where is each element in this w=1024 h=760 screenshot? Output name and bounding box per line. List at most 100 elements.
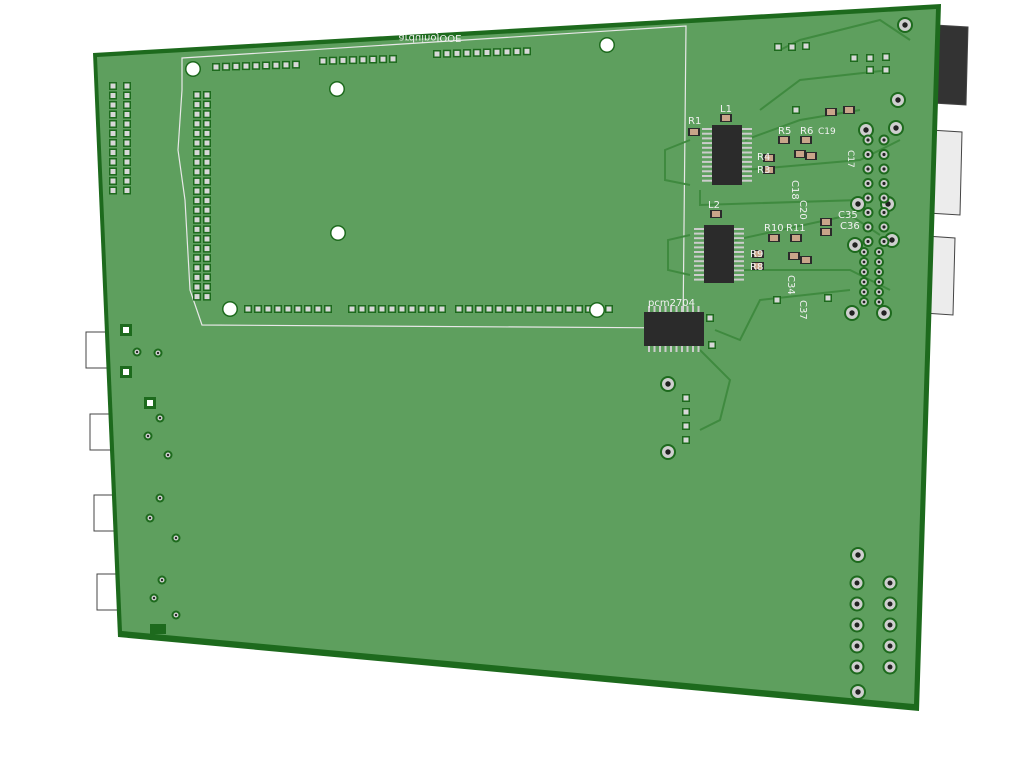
trace bbox=[744, 109, 861, 141]
header-pad-hole bbox=[774, 297, 780, 303]
chip-pin bbox=[734, 264, 744, 267]
header-pad-hole bbox=[439, 306, 445, 312]
ic-chip-2 bbox=[704, 225, 734, 283]
header-pad-hole bbox=[325, 306, 331, 312]
chip-pin bbox=[702, 179, 712, 182]
through-hole-drill bbox=[887, 622, 893, 628]
smd-passive-body bbox=[765, 167, 773, 173]
header-pad-hole bbox=[194, 246, 200, 252]
header-pad-hole bbox=[586, 306, 592, 312]
header-pad-hole bbox=[454, 50, 460, 56]
chip-pin bbox=[742, 156, 752, 159]
label-r6: R6 bbox=[800, 126, 813, 137]
through-hole-drill bbox=[877, 290, 881, 294]
header-pad-hole bbox=[124, 131, 130, 136]
label-c19: C19 bbox=[818, 127, 836, 137]
smd-passive-body bbox=[790, 253, 798, 259]
header-pad-hole bbox=[556, 306, 562, 312]
through-hole-drill bbox=[866, 138, 870, 142]
chip-pin bbox=[734, 241, 744, 244]
through-hole-drill bbox=[866, 152, 870, 157]
header-pad-hole bbox=[390, 56, 396, 62]
chip-pin bbox=[734, 246, 744, 249]
chip-pin bbox=[702, 160, 712, 163]
chip-pin bbox=[653, 346, 656, 352]
smd-components bbox=[648, 106, 855, 352]
header-pad-hole bbox=[194, 159, 200, 165]
header-pad-hole bbox=[204, 159, 210, 165]
header-pad-hole bbox=[194, 178, 200, 184]
header-pad-hole bbox=[350, 57, 356, 63]
smd-passive-body bbox=[765, 155, 773, 161]
chip-pin bbox=[694, 260, 704, 263]
header-pad-hole bbox=[709, 342, 715, 348]
header-pad-hole bbox=[419, 306, 425, 312]
chip-pin bbox=[694, 228, 704, 230]
through-hole-drill bbox=[887, 601, 893, 607]
header-pad-hole bbox=[204, 236, 210, 242]
through-hole-drill bbox=[887, 643, 893, 649]
through-hole-drill bbox=[866, 196, 870, 200]
through-hole-drill bbox=[893, 125, 899, 131]
usb-connectors bbox=[923, 24, 969, 316]
smd-passive-body bbox=[796, 151, 804, 157]
header-pad-hole bbox=[825, 295, 831, 301]
header-pad-hole bbox=[204, 121, 210, 127]
chip-pin bbox=[702, 128, 712, 130]
through-hole-drill bbox=[882, 167, 886, 171]
chip-pin bbox=[681, 306, 683, 312]
through-hole-drill bbox=[665, 381, 671, 387]
ic-pcm2704 bbox=[644, 312, 704, 346]
label-c20: C20 bbox=[797, 200, 808, 220]
trace bbox=[664, 139, 691, 186]
label-c17: C17 bbox=[845, 150, 855, 168]
label-c35: C35 bbox=[838, 210, 858, 221]
through-hole-drill bbox=[862, 250, 866, 254]
through-hole-drill bbox=[882, 210, 886, 215]
header-pad-hole bbox=[110, 169, 116, 174]
header-pad-hole bbox=[295, 306, 301, 312]
header-pad-hole bbox=[867, 67, 873, 73]
chip-pin bbox=[675, 346, 678, 352]
header-pad-hole bbox=[380, 56, 386, 62]
label-c18: C18 bbox=[789, 180, 800, 200]
through-hole-drill bbox=[135, 350, 139, 354]
through-hole-drill bbox=[148, 516, 152, 520]
header-pad-hole bbox=[851, 55, 857, 61]
through-hole-drill bbox=[889, 237, 895, 243]
header-pad-hole bbox=[359, 306, 365, 312]
header-pad-hole bbox=[110, 159, 116, 165]
header-pad-hole bbox=[576, 306, 582, 312]
header-pad-hole bbox=[883, 54, 889, 60]
smd-passive-body bbox=[754, 251, 762, 257]
header-pad-hole bbox=[243, 63, 249, 69]
header-pad-hole bbox=[516, 306, 522, 312]
through-hole-drill bbox=[665, 449, 671, 455]
header-pad-hole bbox=[566, 306, 572, 312]
header-pad-hole bbox=[683, 395, 689, 401]
header-pad-hole bbox=[883, 67, 889, 73]
label-r9: R9 bbox=[750, 249, 763, 260]
header-pad-hole bbox=[867, 55, 873, 61]
through-hole-drill bbox=[882, 181, 886, 186]
header-pad-hole bbox=[496, 306, 502, 312]
header-pad-hole bbox=[793, 107, 799, 113]
header-pad-hole bbox=[124, 169, 130, 174]
chip-pin bbox=[694, 237, 704, 240]
chip-pin bbox=[694, 264, 704, 267]
label-l2: L2 bbox=[708, 200, 720, 211]
chip-pin bbox=[734, 251, 744, 253]
through-hole-drill bbox=[160, 578, 164, 582]
through-hole-drill bbox=[174, 536, 178, 540]
header-pad-hole bbox=[194, 274, 200, 280]
trace bbox=[699, 349, 732, 431]
arduino-outline bbox=[177, 25, 687, 329]
smd-passive-body bbox=[845, 107, 853, 113]
header-pad-hole bbox=[204, 150, 210, 156]
pads bbox=[109, 17, 913, 700]
header-pad-hole bbox=[124, 102, 130, 108]
through-hole-drill bbox=[887, 580, 893, 586]
label-r1: R1 bbox=[688, 116, 701, 127]
through-hole-drill bbox=[887, 664, 893, 670]
header-pad-hole bbox=[213, 64, 219, 70]
